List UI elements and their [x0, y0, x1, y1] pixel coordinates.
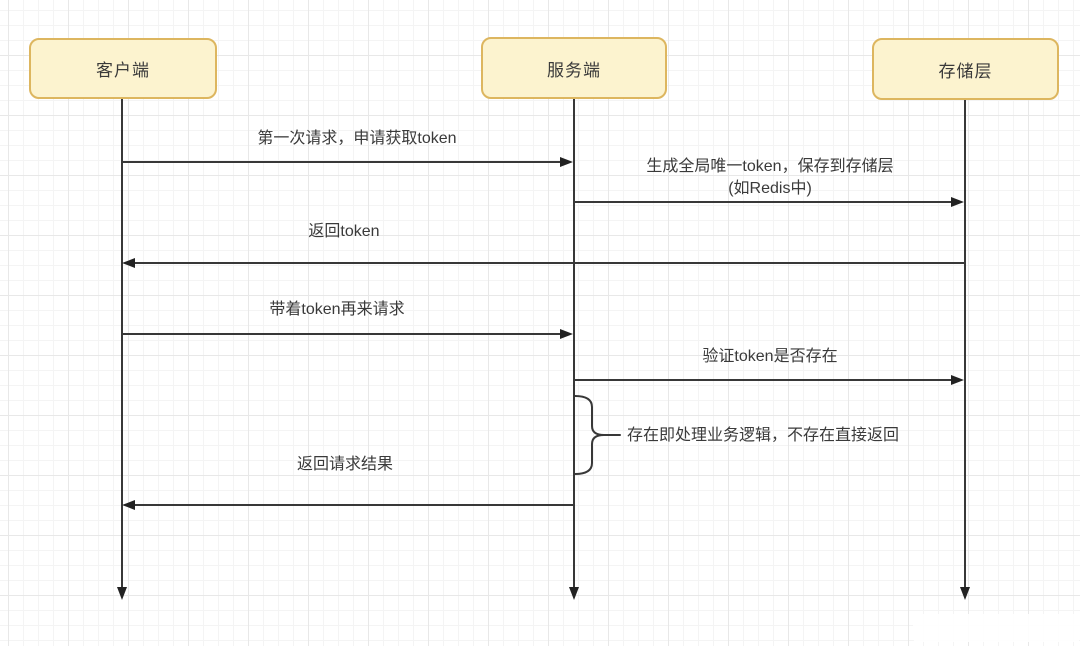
lifeline-storage: [964, 100, 966, 588]
actor-label-client: 客户端: [96, 61, 150, 80]
message-6-arrowhead-left-icon: [122, 500, 135, 510]
message-1-arrow-line: [122, 161, 562, 163]
lifeline-server: [573, 99, 575, 588]
message-5-arrowhead-right-icon: [951, 375, 964, 385]
message-2-arrowhead-right-icon: [951, 197, 964, 207]
message-6-arrow-line: [131, 504, 573, 506]
curly-brace-icon: [574, 395, 621, 475]
message-3-arrowhead-left-icon: [122, 258, 135, 268]
message-5-arrow-line: [574, 379, 952, 381]
actor-box-client: 客户端: [29, 38, 217, 99]
message-6-label: 返回请求结果: [296, 456, 394, 473]
message-2-label-line2: (如Redis中): [728, 180, 812, 197]
actor-label-server: 服务端: [547, 60, 601, 80]
annotation-label: 存在即处理业务逻辑，不存在直接返回: [627, 427, 900, 444]
message-2-arrow-line: [574, 201, 952, 203]
actor-box-storage: 存储层: [872, 38, 1059, 100]
watermark: [913, 614, 1080, 642]
message-5-label: 验证token是否存在: [702, 348, 838, 365]
message-2-label: 生成全局唯一token，保存到存储层 (如Redis中): [646, 156, 893, 200]
message-3-arrow-line: [131, 262, 964, 264]
lifeline-server-end-arrow-icon: [569, 587, 579, 600]
message-1-arrowhead-right-icon: [560, 157, 573, 167]
message-2-label-line1: 生成全局唯一token，保存到存储层: [646, 158, 894, 175]
message-4-arrowhead-right-icon: [560, 329, 573, 339]
actor-box-server: 服务端: [481, 37, 667, 99]
actor-label-storage: 存储层: [938, 61, 993, 81]
message-3-label: 返回token: [308, 223, 380, 240]
message-4-label: 带着token再来请求: [269, 301, 405, 318]
lifeline-client-end-arrow-icon: [117, 587, 127, 600]
message-4-arrow-line: [122, 333, 562, 335]
lifeline-storage-end-arrow-icon: [960, 587, 970, 600]
message-1-label: 第一次请求，申请获取token: [257, 130, 457, 147]
lifeline-client: [121, 99, 123, 588]
